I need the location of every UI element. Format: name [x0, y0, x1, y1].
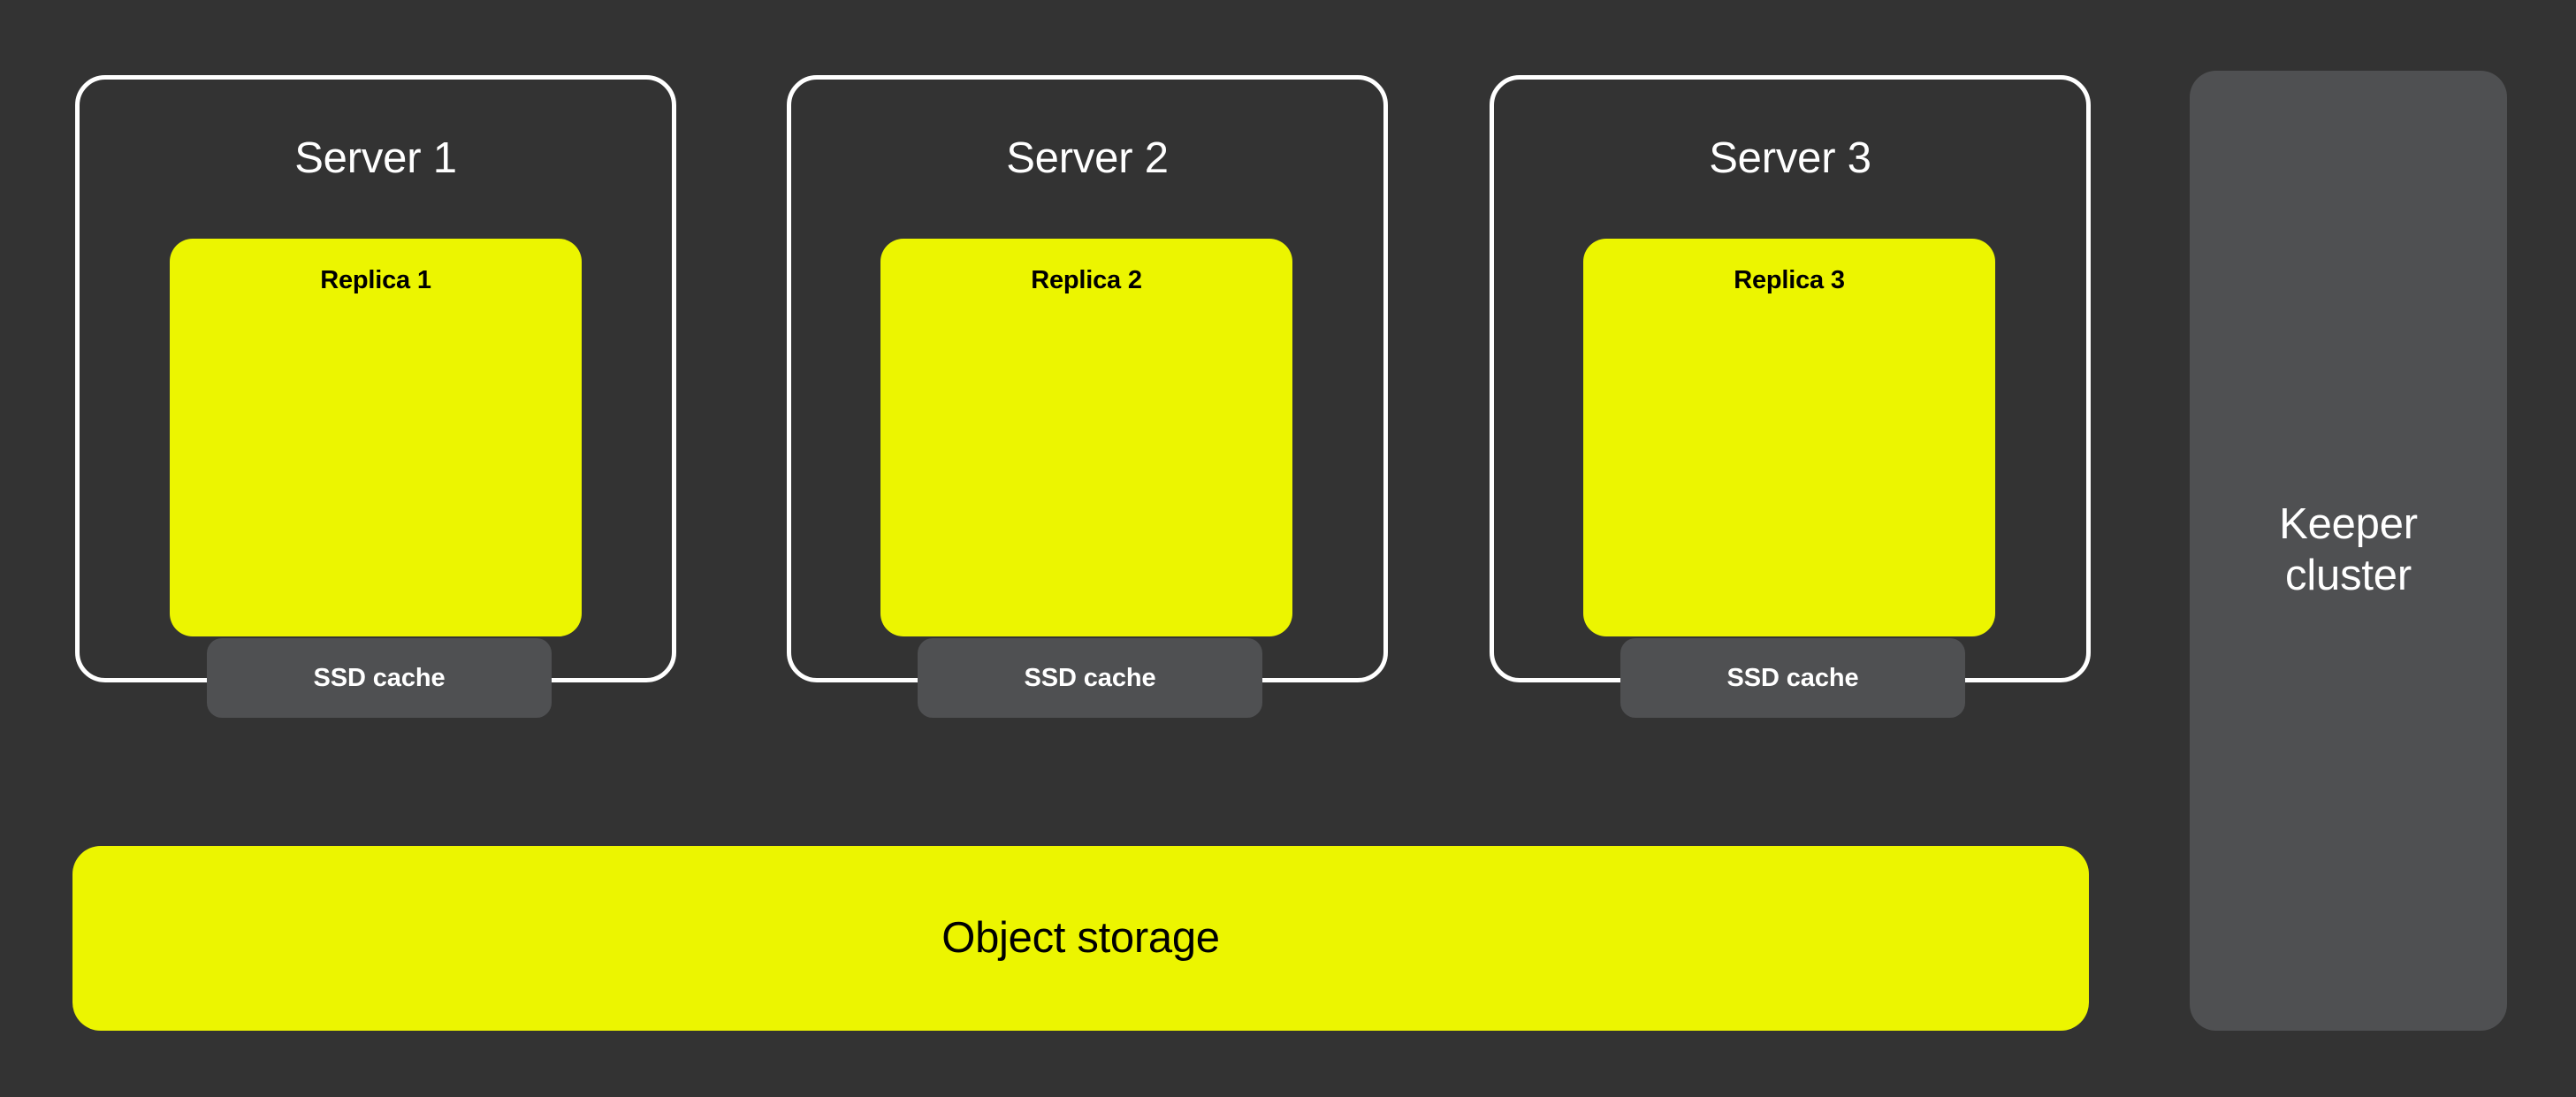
replica-box-1[interactable]: Replica 1: [170, 239, 582, 636]
replica-box-2[interactable]: Replica 2: [880, 239, 1292, 636]
object-storage-label: Object storage: [941, 914, 1220, 962]
object-storage-bar[interactable]: Object storage: [72, 846, 2089, 1031]
server-title-2: Server 2: [1006, 134, 1169, 182]
ssd-cache-box-1[interactable]: SSD cache: [207, 638, 552, 718]
server-title-1: Server 1: [294, 134, 457, 182]
replica-label-1: Replica 1: [320, 266, 431, 294]
keeper-cluster-label-line1: Keeper: [2279, 500, 2418, 549]
ssd-cache-box-3[interactable]: SSD cache: [1620, 638, 1965, 718]
ssd-cache-label-2: SSD cache: [1024, 663, 1156, 692]
replica-label-3: Replica 3: [1734, 266, 1845, 294]
replica-box-3[interactable]: Replica 3: [1583, 239, 1995, 636]
replica-label-2: Replica 2: [1031, 266, 1142, 294]
server-title-3: Server 3: [1709, 134, 1871, 182]
ssd-cache-label-1: SSD cache: [313, 663, 446, 692]
ssd-cache-box-2[interactable]: SSD cache: [918, 638, 1262, 718]
ssd-cache-label-3: SSD cache: [1726, 663, 1859, 692]
keeper-cluster-label-line2: cluster: [2285, 552, 2412, 599]
keeper-cluster-label: Keeper cluster: [2279, 499, 2418, 602]
keeper-cluster-panel[interactable]: Keeper cluster: [2190, 71, 2507, 1031]
